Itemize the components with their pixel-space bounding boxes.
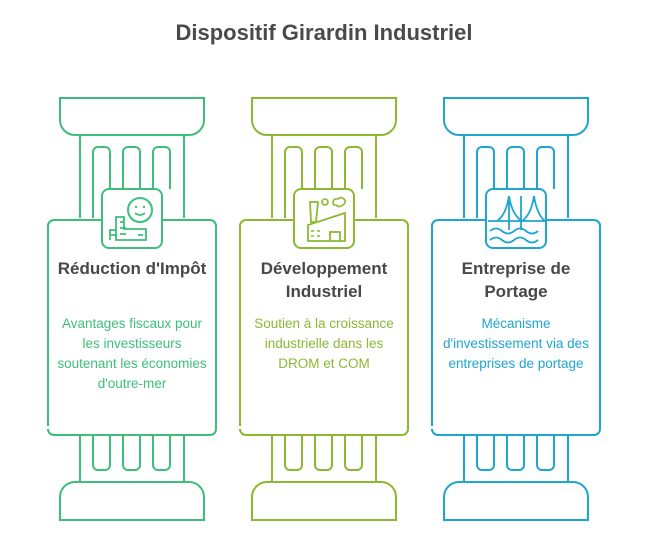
pillar-description: Avantages fiscaux pour les investisseurs… (57, 316, 207, 391)
pillar-heading: Entreprise de Portage (461, 259, 571, 301)
bridge-icon (488, 195, 546, 244)
diagram-title: Dispositif Girardin Industriel (175, 20, 473, 45)
thumbs-up-smile-icon (109, 197, 153, 241)
pillar-heading: Réduction d'Impôt (57, 259, 207, 278)
pillar-description: Mécanisme d'investissement via des entre… (443, 316, 589, 371)
factory-icon (307, 196, 347, 242)
pillar-heading: Développement Industriel (260, 259, 388, 301)
pillar-description: Soutien à la croissance industrielle dan… (254, 316, 394, 371)
